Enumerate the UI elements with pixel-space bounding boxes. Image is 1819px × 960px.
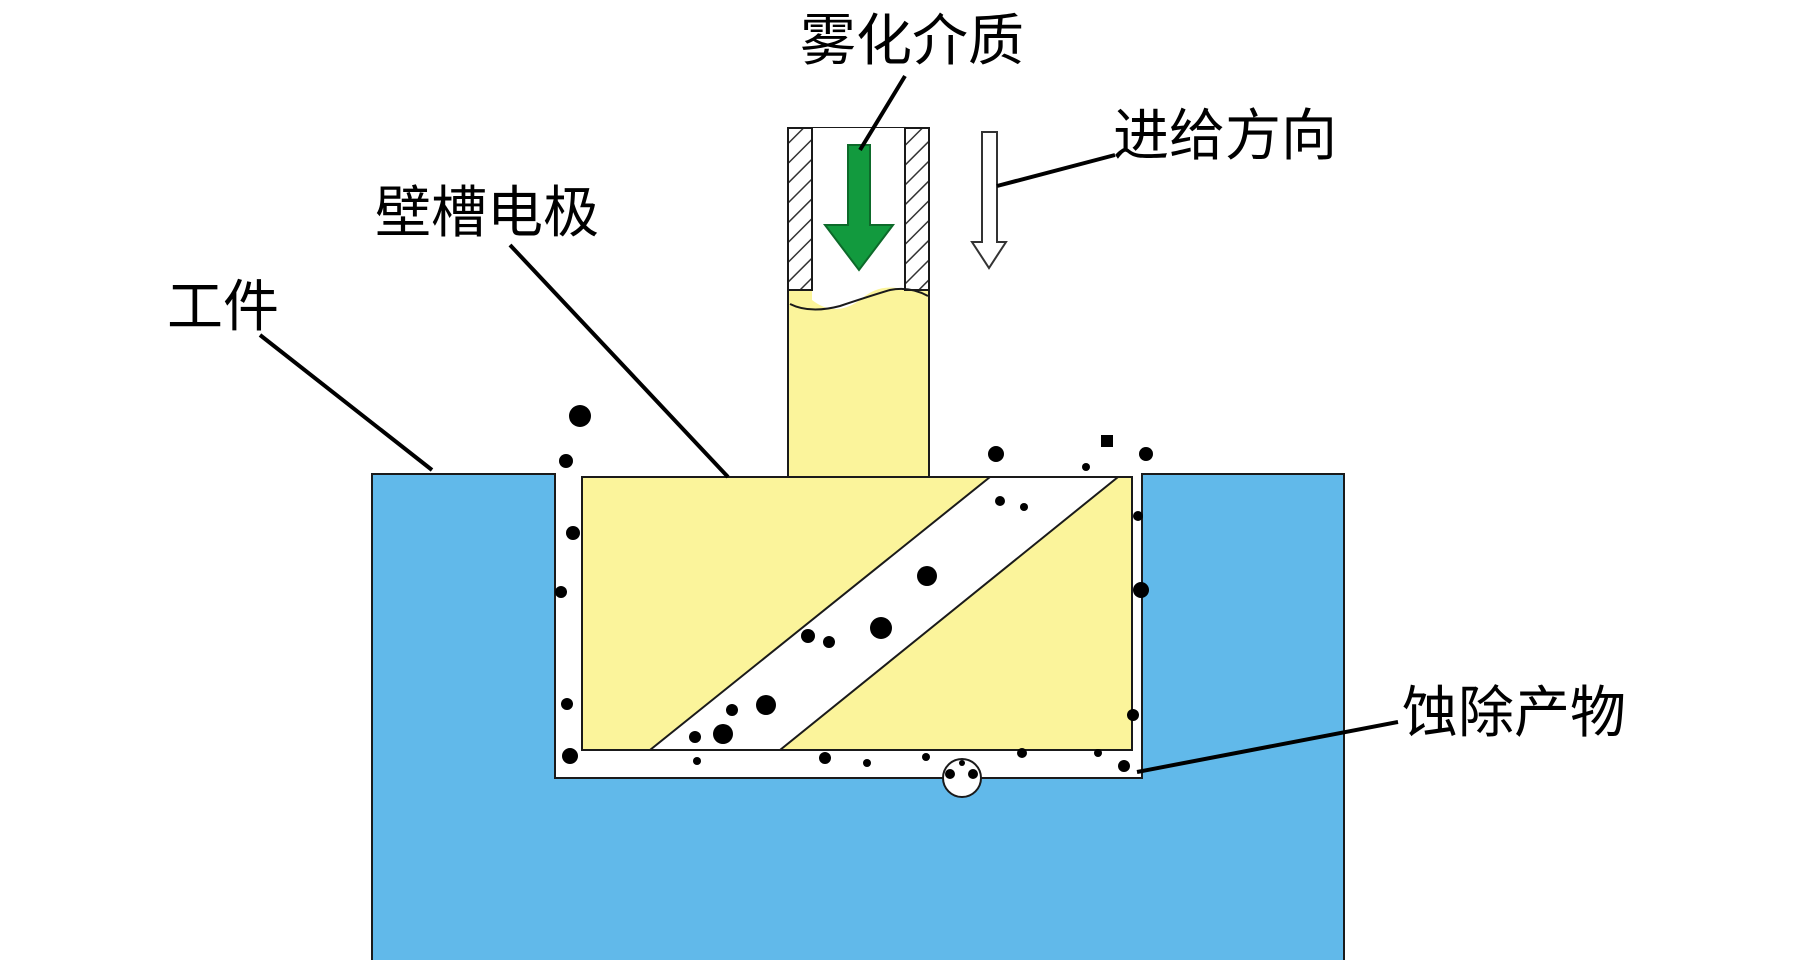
debris-particle [995,496,1005,506]
leader-workpiece [258,333,434,472]
debris-particle [823,636,835,648]
debris-particle [1094,749,1102,757]
leader-eroded-products [1136,720,1399,774]
medium-surface [789,287,929,311]
debris-particle [1133,511,1143,521]
leader-atomized-medium [858,74,907,152]
electrode-slot [647,476,1121,751]
debris-particle [1101,435,1113,447]
leader-feed-direction [996,153,1116,188]
debris-particle [968,769,978,779]
tube-wall-right [904,127,930,291]
debris-particle [693,757,701,765]
debris-particle [1139,447,1153,461]
label-atomized-medium: 雾化介质 [800,9,1024,74]
debris-particle [801,629,815,643]
workpiece [371,473,1345,960]
debris-particle [922,753,930,761]
debris-particle [559,454,573,468]
eroded-debris [555,405,1153,779]
debris-particle [1127,709,1139,721]
debris-particle [1082,463,1090,471]
debris-particle [562,748,578,764]
debris-particle [566,526,580,540]
debris-particle [569,405,591,427]
debris-particle [870,617,892,639]
feed-direction-arrow [970,131,1008,270]
debris-particle [561,698,573,710]
debris-particle [726,704,738,716]
debris-particle [1118,760,1130,772]
leader-slotted-electrode [508,243,730,479]
label-slotted-electrode: 壁槽电极 [375,181,599,246]
debris-particle [917,566,937,586]
debris-particle [756,695,776,715]
label-workpiece: 工件 [167,275,279,340]
debris-particle [988,446,1004,462]
debris-particle [1133,582,1149,598]
medium-flow-arrow [822,144,896,272]
debris-particle [713,724,733,744]
debris-particle [863,759,871,767]
debris-particle [1017,748,1027,758]
bubble [942,758,982,798]
tube-wall-left [787,127,813,291]
slotted-electrode [581,127,1133,751]
debris-particle [959,760,965,766]
label-feed-direction: 进给方向 [1113,104,1337,169]
debris-particle [945,769,955,779]
debris-particle [555,586,567,598]
label-eroded-products: 蚀除产物 [1402,681,1626,746]
debris-particle [819,752,831,764]
debris-particle [1020,503,1028,511]
debris-particle [689,731,701,743]
